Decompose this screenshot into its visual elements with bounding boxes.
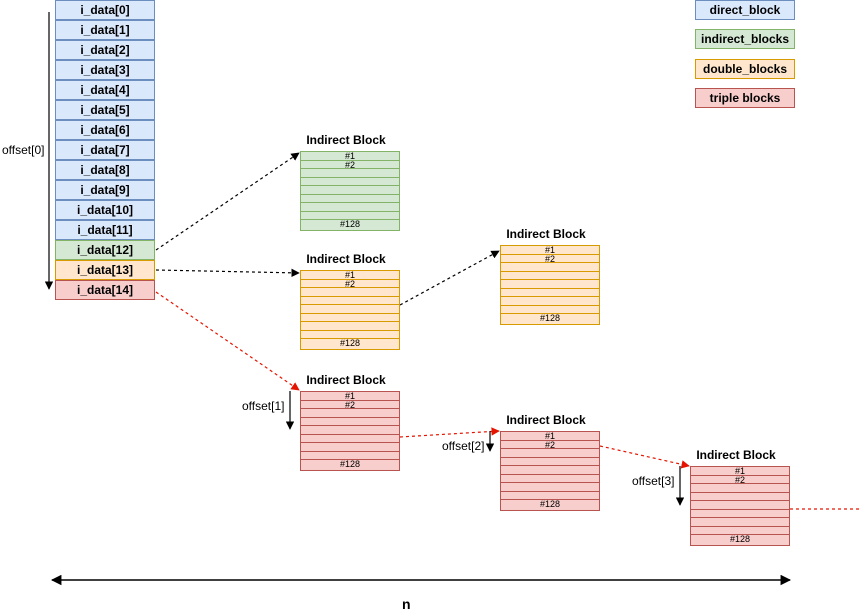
offset1-label: offset[1] xyxy=(242,399,285,413)
block-row-first: #1 xyxy=(691,467,789,476)
legend-triple-blocks: triple blocks xyxy=(695,88,795,108)
indirect-block: #1#2 #128 xyxy=(300,151,400,231)
double-block-1: #1#2 #128 xyxy=(300,270,400,350)
block-row-first: #1 xyxy=(501,246,599,255)
block-row xyxy=(301,418,399,426)
block-row xyxy=(501,289,599,297)
block-row xyxy=(691,510,789,518)
double-block-1-title: Indirect Block xyxy=(306,252,386,266)
triple-block-3: #1#2 #128 xyxy=(690,466,790,546)
block-row-first: #1 xyxy=(301,152,399,161)
block-row-second: #2 xyxy=(301,161,399,169)
block-row xyxy=(501,475,599,483)
block-row xyxy=(301,297,399,305)
block-row xyxy=(301,331,399,339)
i-data-cell-13: i_data[13] xyxy=(55,260,155,280)
i-data-cell-12: i_data[12] xyxy=(55,240,155,260)
block-row xyxy=(301,203,399,212)
i-data-cell-6: i_data[6] xyxy=(55,120,155,140)
i-data-cell-8: i_data[8] xyxy=(55,160,155,180)
block-row xyxy=(501,272,599,280)
block-row xyxy=(301,322,399,331)
i-data-cell-1: i_data[1] xyxy=(55,20,155,40)
block-row xyxy=(691,493,789,501)
block-row-second: #2 xyxy=(301,401,399,409)
block-row xyxy=(301,426,399,435)
block-row xyxy=(501,306,599,314)
block-row-last: #128 xyxy=(339,460,361,469)
block-row xyxy=(691,501,789,510)
offset2-label: offset[2] xyxy=(442,439,485,453)
block-row-last: #128 xyxy=(729,535,751,544)
block-row xyxy=(501,297,599,306)
block-row xyxy=(501,458,599,466)
arrow-idata14-to-triple1 xyxy=(155,291,300,391)
block-row-second: #2 xyxy=(301,280,399,288)
legend-direct-block: direct_block xyxy=(695,0,795,20)
i-data-cell-10: i_data[10] xyxy=(55,200,155,220)
block-row xyxy=(301,435,399,443)
arrow-idata13-to-double1 xyxy=(155,268,300,278)
arrow-double1-to-double2 xyxy=(399,250,500,306)
legend-indirect-blocks: indirect_blocks xyxy=(695,29,795,49)
i-data-cell-11: i_data[11] xyxy=(55,220,155,240)
block-row-last: #128 xyxy=(539,500,561,509)
block-row-second: #2 xyxy=(501,441,599,449)
block-row xyxy=(301,195,399,203)
triple-block-2: #1#2 #128 xyxy=(500,431,600,511)
offset0-label: offset[0] xyxy=(2,143,45,157)
arrow-triple1-to-triple2 xyxy=(399,427,500,438)
i-data-cell-14: i_data[14] xyxy=(55,280,155,300)
block-row xyxy=(301,314,399,322)
block-row xyxy=(501,449,599,458)
triple-block-2-title: Indirect Block xyxy=(506,413,586,427)
block-row xyxy=(301,288,399,297)
block-row xyxy=(301,169,399,178)
block-row xyxy=(501,263,599,272)
block-row xyxy=(691,484,789,493)
block-row xyxy=(301,186,399,195)
i-data-cell-7: i_data[7] xyxy=(55,140,155,160)
block-row xyxy=(301,212,399,220)
block-row xyxy=(301,305,399,314)
block-row-last: #128 xyxy=(539,314,561,323)
triple-block-1: #1#2 #128 xyxy=(300,391,400,471)
block-row-last: #128 xyxy=(339,220,361,229)
i-data-cell-0: i_data[0] xyxy=(55,0,155,20)
block-row-first: #1 xyxy=(501,432,599,441)
block-row xyxy=(501,280,599,289)
block-row xyxy=(301,443,399,452)
i-data-cell-2: i_data[2] xyxy=(55,40,155,60)
block-row xyxy=(691,527,789,535)
block-row xyxy=(301,178,399,186)
block-row xyxy=(301,452,399,460)
block-row xyxy=(501,466,599,475)
double-block-2-title: Indirect Block xyxy=(506,227,586,241)
i-data-cell-9: i_data[9] xyxy=(55,180,155,200)
i-data-cell-3: i_data[3] xyxy=(55,60,155,80)
offset3-label: offset[3] xyxy=(632,474,675,488)
double-block-2: #1#2 #128 xyxy=(500,245,600,325)
block-row-second: #2 xyxy=(691,476,789,484)
i-data-cell-5: i_data[5] xyxy=(55,100,155,120)
triple-block-3-title: Indirect Block xyxy=(696,448,776,462)
block-row xyxy=(691,518,789,527)
arrow-idata12-to-indirect xyxy=(155,152,300,251)
triple-block-1-title: Indirect Block xyxy=(306,373,386,387)
block-row-last: #128 xyxy=(339,339,361,348)
block-row-second: #2 xyxy=(501,255,599,263)
block-row xyxy=(301,409,399,418)
indirect-block-title: Indirect Block xyxy=(306,133,386,147)
block-row-first: #1 xyxy=(301,271,399,280)
block-row xyxy=(501,483,599,492)
n-label: n xyxy=(402,596,411,612)
i-data-cell-4: i_data[4] xyxy=(55,80,155,100)
legend-double-blocks: double_blocks xyxy=(695,59,795,79)
block-row-first: #1 xyxy=(301,392,399,401)
block-row xyxy=(501,492,599,500)
